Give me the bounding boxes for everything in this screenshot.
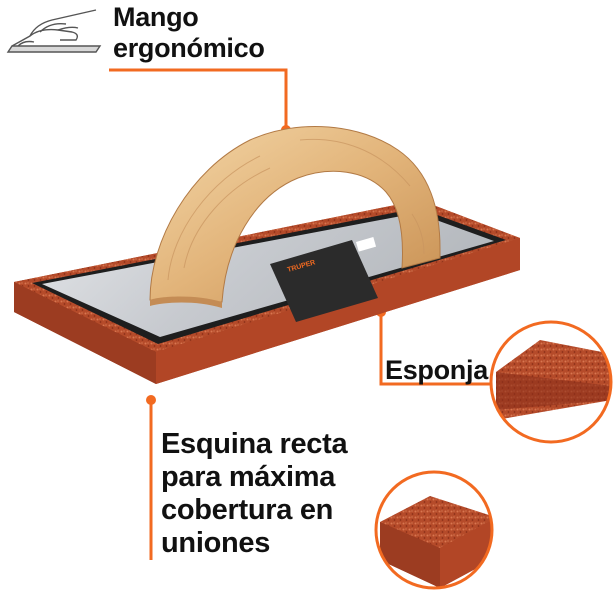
label-line: cobertura en bbox=[161, 494, 334, 526]
sponge-detail-circle bbox=[489, 320, 613, 444]
label-esquina-recta: Esquina recta para máxima cobertura en u… bbox=[161, 428, 348, 560]
label-line: uniones bbox=[161, 527, 271, 559]
label-line: para máxima bbox=[161, 461, 336, 493]
label-line: ergonómico bbox=[113, 33, 265, 63]
label-line: Esquina recta bbox=[161, 428, 348, 460]
hand-grip-icon bbox=[6, 9, 102, 53]
label-mango-ergonomico: Mango ergonómico bbox=[113, 2, 265, 64]
float-tool: TRUPER bbox=[14, 126, 520, 384]
product-label: TRUPER bbox=[270, 237, 378, 322]
label-esponja: Esponja bbox=[385, 355, 488, 385]
callout-lines bbox=[109, 68, 498, 560]
label-line: Mango bbox=[113, 2, 199, 32]
barcode-icon bbox=[356, 237, 377, 252]
wooden-handle bbox=[149, 126, 441, 308]
corner-detail-circle bbox=[374, 470, 494, 590]
